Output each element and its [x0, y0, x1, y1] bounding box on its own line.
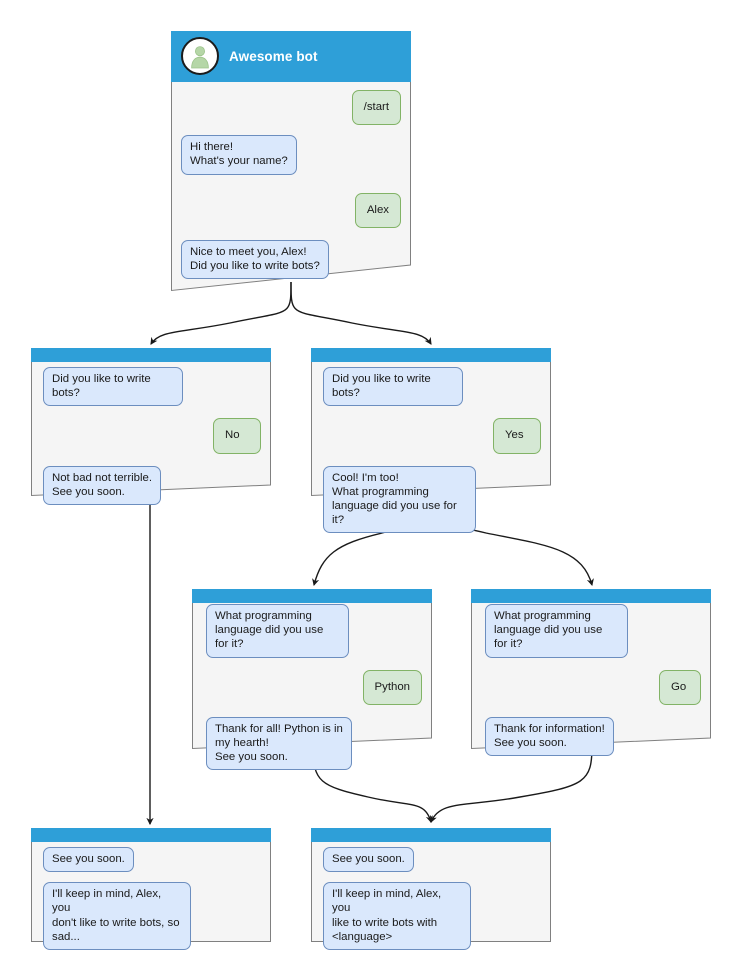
node-lang-python[interactable]: What programming language did you use fo…	[192, 589, 432, 771]
message-bubble-user: No	[213, 418, 261, 454]
node-end-happy[interactable]: See you soon. I'll keep in mind, Alex, y…	[311, 828, 551, 951]
bot-title: Awesome bot	[229, 48, 318, 64]
message-bubble-bot: What programming language did you use fo…	[206, 604, 349, 658]
message-bubble-bot: I'll keep in mind, Alex, you like to wri…	[323, 882, 472, 951]
node-end-happy-header	[311, 828, 551, 842]
node-lang-go[interactable]: What programming language did you use fo…	[471, 589, 711, 757]
message-bubble-bot: Thank for all! Python is in my hearth! S…	[206, 716, 352, 771]
node-answer-yes-header	[311, 348, 551, 362]
node-end-sad-messages: See you soon. I'll keep in mind, Alex, y…	[31, 842, 271, 958]
message-bubble-bot: Did you like to write bots?	[323, 367, 463, 407]
message-bubble-bot: Did you like to write bots?	[43, 367, 183, 407]
message-bubble-bot: Not bad not terrible. See you soon.	[43, 465, 162, 506]
message-bubble-bot: Cool! I'm too! What programming language…	[323, 465, 476, 534]
node-lang-go-messages: What programming language did you use fo…	[471, 603, 711, 764]
node-answer-yes[interactable]: Did you like to write bots? Yes Cool! I'…	[311, 348, 551, 534]
node-start-messages: /start Hi there! What's your name? Alex …	[171, 81, 411, 287]
node-answer-no-messages: Did you like to write bots? No Not bad n…	[31, 362, 271, 513]
message-bubble-bot: I'll keep in mind, Alex, you don't like …	[43, 882, 192, 951]
node-lang-python-messages: What programming language did you use fo…	[192, 603, 432, 778]
message-bubble-bot: What programming language did you use fo…	[485, 604, 628, 658]
node-start-header: Awesome bot	[171, 31, 411, 81]
node-answer-yes-messages: Did you like to write bots? Yes Cool! I'…	[311, 362, 551, 541]
node-start[interactable]: Awesome bot /start Hi there! What's your…	[171, 31, 411, 293]
message-bubble-bot: Nice to meet you, Alex! Did you like to …	[181, 239, 329, 280]
node-end-happy-messages: See you soon. I'll keep in mind, Alex, y…	[311, 842, 551, 958]
node-end-sad[interactable]: See you soon. I'll keep in mind, Alex, y…	[31, 828, 271, 951]
message-bubble-user: Go	[659, 669, 701, 705]
message-bubble-user: Yes	[493, 418, 541, 454]
node-answer-no[interactable]: Did you like to write bots? No Not bad n…	[31, 348, 271, 506]
node-lang-python-header	[192, 589, 432, 603]
node-lang-go-header	[471, 589, 711, 603]
node-end-sad-header	[31, 828, 271, 842]
message-bubble-user: Alex	[354, 192, 401, 228]
node-answer-no-header	[31, 348, 271, 362]
message-bubble-bot: Thank for information! See you soon.	[485, 716, 614, 757]
message-bubble-bot: Hi there! What's your name?	[181, 135, 297, 175]
person-avatar-icon	[181, 37, 219, 75]
message-bubble-user: /start	[351, 90, 401, 126]
message-bubble-bot: See you soon.	[323, 847, 414, 873]
message-bubble-bot: See you soon.	[43, 847, 134, 873]
message-bubble-user: Python	[362, 669, 422, 705]
